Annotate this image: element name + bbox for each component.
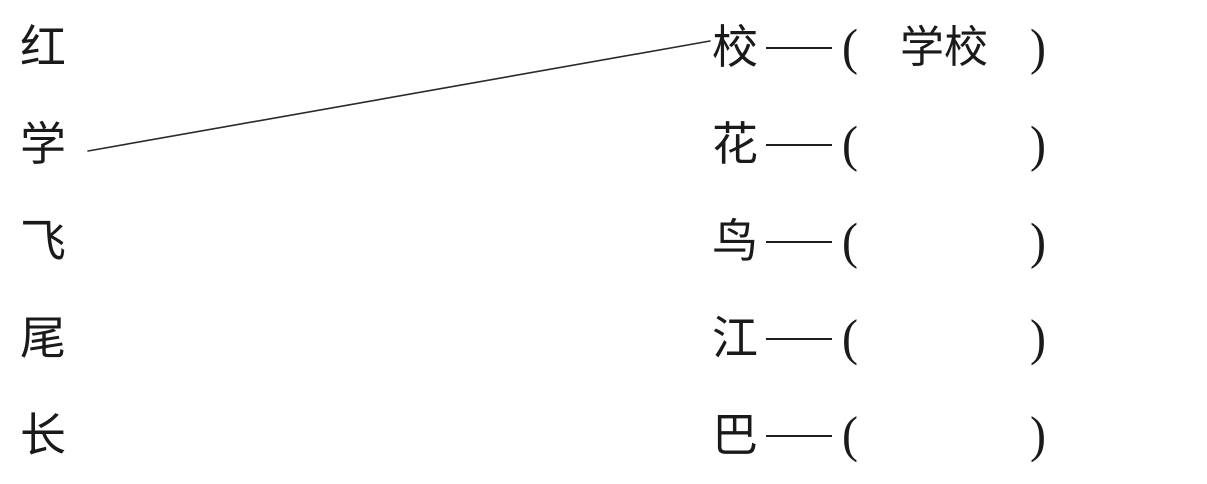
left-char[interactable]: 尾 (20, 312, 66, 364)
close-paren: ) (1029, 407, 1046, 463)
left-item: 长 (20, 387, 110, 484)
right-column: 校 ( 学校 ) 花 ( ) 鸟 ( ) 江 ( ) 巴 (712, 0, 1191, 484)
left-char[interactable]: 飞 (20, 215, 66, 267)
match-line (87, 40, 711, 152)
right-char[interactable]: 江 (712, 312, 758, 364)
dash-line (766, 434, 832, 437)
dash-line (766, 47, 832, 50)
close-paren: ) (1029, 310, 1046, 367)
right-item: 花 ( ) (712, 97, 1191, 194)
open-paren: ( (842, 310, 858, 367)
open-paren: ( (842, 213, 858, 270)
left-char[interactable]: 学 (20, 119, 66, 171)
open-paren: ( (842, 20, 858, 76)
close-paren: ) (1029, 213, 1046, 270)
open-paren: ( (842, 407, 858, 463)
left-column: 红 学 飞 尾 长 (20, 0, 110, 484)
right-char[interactable]: 鸟 (712, 215, 758, 267)
right-char[interactable]: 巴 (712, 409, 758, 461)
left-item: 学 (20, 97, 110, 194)
close-paren: ) (1029, 20, 1046, 76)
right-char[interactable]: 花 (712, 119, 758, 171)
left-char[interactable]: 长 (20, 409, 66, 461)
open-paren: ( (842, 116, 858, 173)
left-char[interactable]: 红 (20, 22, 66, 74)
left-item: 飞 (20, 194, 110, 291)
answer-blank[interactable]: 学校 (899, 23, 988, 73)
left-item: 红 (20, 0, 110, 97)
close-paren: ) (1029, 116, 1046, 173)
right-item: 江 ( ) (712, 290, 1191, 387)
right-item: 鸟 ( ) (712, 194, 1191, 291)
dash-line (766, 240, 832, 243)
right-item: 巴 ( ) (712, 387, 1191, 484)
dash-line (766, 337, 832, 340)
right-item: 校 ( 学校 ) (712, 0, 1191, 97)
dash-line (766, 144, 832, 147)
left-item: 尾 (20, 290, 110, 387)
right-char[interactable]: 校 (712, 22, 758, 74)
